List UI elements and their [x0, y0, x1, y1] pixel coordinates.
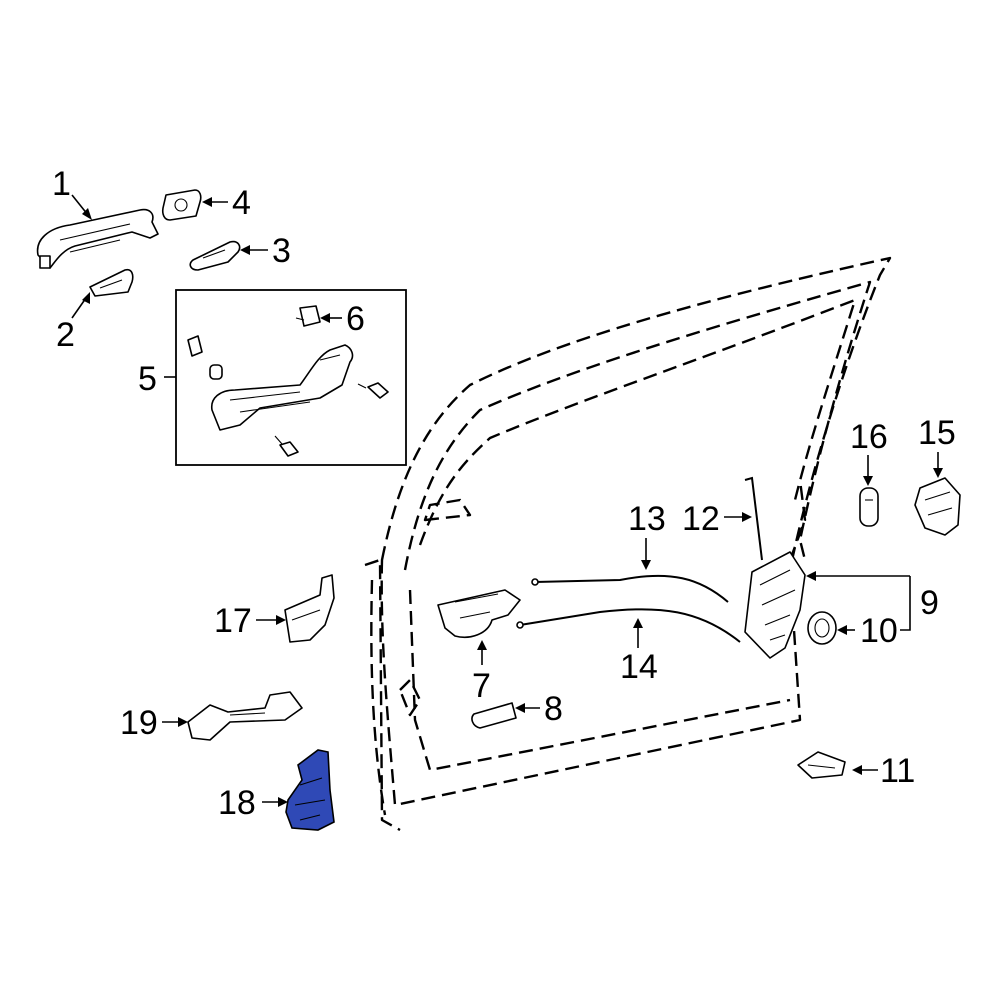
callout-11: 11	[880, 752, 915, 790]
plug-part	[859, 487, 879, 527]
inside-handle-part	[437, 589, 521, 638]
door-lock-assembly-part	[744, 551, 806, 659]
callout-8: 8	[544, 690, 563, 728]
callout-1: 1	[52, 165, 71, 203]
callout-3: 3	[272, 232, 291, 270]
callout-7: 7	[472, 667, 491, 705]
lower-cable-part	[516, 608, 741, 643]
callout-19: 19	[120, 704, 158, 742]
handle-frame-assembly-box	[175, 289, 407, 466]
callout-16: 16	[850, 418, 888, 456]
callout-9: 9	[920, 584, 939, 622]
callout-13: 13	[628, 500, 666, 538]
grommet-part	[807, 611, 837, 645]
lower-hinge-part-highlighted	[285, 749, 335, 831]
callout-5: 5	[138, 360, 157, 398]
callout-10: 10	[860, 612, 898, 650]
handle-pad-part	[89, 268, 134, 297]
switch-part	[914, 477, 961, 536]
callout-12: 12	[682, 500, 720, 538]
callout-6: 6	[346, 300, 365, 338]
outside-handle-part	[36, 208, 159, 269]
handle-cap-part	[189, 240, 241, 271]
callout-18: 18	[218, 784, 256, 822]
callout-labels: 1 2 3 4 5 6 7 8 9 10 11 12 13 14 15 16 1…	[52, 165, 956, 822]
lock-rod-part	[744, 476, 763, 561]
leader-lines	[71, 194, 943, 807]
inside-handle-bezel-part	[471, 702, 517, 729]
callout-15: 15	[918, 414, 956, 452]
callout-2: 2	[56, 316, 75, 354]
upper-hinge-part	[284, 574, 335, 643]
callout-4: 4	[232, 184, 251, 222]
striker-part	[797, 751, 846, 779]
callout-14: 14	[620, 648, 658, 686]
door-check-part	[187, 691, 303, 741]
key-cylinder-cap-part	[161, 189, 202, 221]
door-frame-outline	[364, 256, 892, 832]
upper-cable-part	[531, 574, 729, 603]
callout-17: 17	[214, 602, 252, 640]
